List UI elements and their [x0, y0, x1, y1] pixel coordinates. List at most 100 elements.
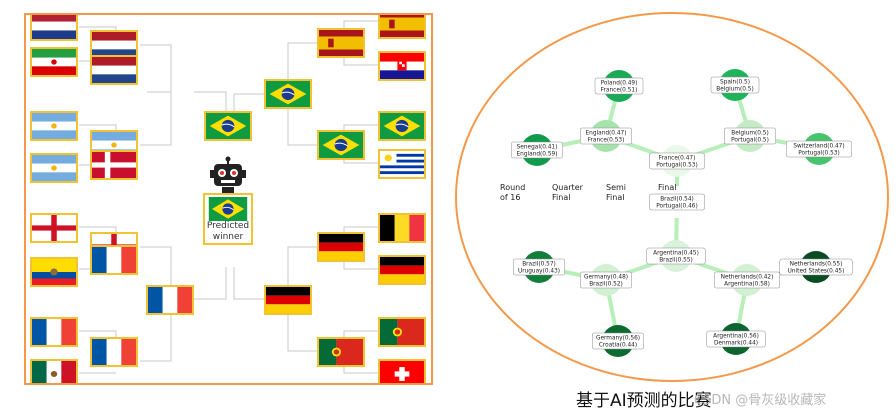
- node-poland-france: Poland(0.49)France(0.51): [594, 70, 644, 102]
- node-senegal-england: Senegal(0.41)England(0.59): [511, 134, 563, 166]
- node-brazil-portugal: Brazil(0.54)Portugal(0.46): [649, 186, 705, 218]
- caption: 基于AI预测的比赛: [576, 391, 712, 411]
- node-france-portugal-line-0: France(0.47): [659, 156, 696, 162]
- node-belgium-portugal-line-0: Belgium(0.5): [731, 131, 769, 137]
- flag-brazil-center: [204, 111, 252, 141]
- node-netherlands-usa-label-box: [779, 258, 853, 276]
- flag-belgium: [378, 213, 426, 243]
- node-switzerland-portugal: Switzerland(0.47)Portugal(0.53): [786, 133, 852, 165]
- node-netherlands-usa: Netherlands(0.55)United States(0.45): [779, 251, 853, 283]
- node-netherlands-argentina-line-0: Netherlands(0.42): [721, 275, 774, 281]
- flag-spain-a: [378, 15, 426, 39]
- node-brazil-portugal-line-1: Portugal(0.46): [656, 204, 697, 210]
- round-label-3-line-0: Final: [658, 183, 676, 192]
- flag-brazil-predicted: [208, 197, 248, 221]
- node-brazil-uruguay-label-box: [513, 258, 565, 276]
- node-argentina-brazil-line-0: Argentina(0.45): [653, 251, 699, 257]
- node-netherlands-argentina: Netherlands(0.42)Argentina(0.58): [714, 264, 780, 296]
- node-spain-belgium: Spain(0.5)Belgium(0.5): [710, 69, 760, 101]
- round-label-1-line-1: Final: [552, 193, 570, 202]
- node-belgium-portugal-label-box: [724, 127, 776, 145]
- node-germany-croatia-line-1: Croatia(0.44): [599, 343, 637, 349]
- flag-brazil-r2: [317, 130, 365, 160]
- node-switzerland-portugal-line-1: Portugal(0.53): [798, 151, 839, 157]
- node-belgium-portugal: Belgium(0.5)Portugal(0.5): [724, 120, 776, 152]
- flag-germany-center: [264, 285, 312, 315]
- node-germany-brazil-line-1: Brazil(0.52): [589, 282, 623, 288]
- node-germany-brazil: Germany(0.48)Brazil(0.52): [580, 264, 632, 296]
- flag-england-a: [30, 213, 78, 243]
- node-brazil-uruguay-line-1: Uruguay(0.43): [518, 269, 560, 275]
- node-argentina-denmark: Argentina(0.56)Denmark(0.44): [706, 323, 766, 355]
- node-switzerland-portugal-line-0: Switzerland(0.47): [793, 144, 844, 150]
- node-england-france-line-1: France(0.53): [588, 138, 625, 144]
- node-germany-croatia-label-box: [592, 332, 644, 350]
- node-poland-france-line-0: Poland(0.49): [601, 81, 638, 87]
- flag-portugal-b: [317, 337, 365, 367]
- node-argentina-denmark-line-0: Argentina(0.56): [713, 334, 759, 340]
- robot-icon: [210, 156, 246, 194]
- node-france-portugal-line-1: Portugal(0.53): [656, 163, 697, 169]
- flag-iran: [30, 47, 78, 77]
- flag-brazil-r1: [378, 111, 426, 141]
- node-france-portugal: France(0.47)Portugal(0.53): [649, 145, 705, 177]
- flag-france-a: [90, 245, 138, 275]
- flag-germany-r2: [378, 255, 426, 285]
- flag-portugal-a: [378, 317, 426, 347]
- node-argentina-brazil-label-box: [646, 247, 706, 265]
- node-spain-belgium-line-1: Belgium(0.5): [716, 87, 754, 93]
- round-label-1-line-0: Quarter: [552, 183, 584, 192]
- node-france-portugal-label-box: [649, 152, 705, 170]
- tree-nodes: Poland(0.49)France(0.51)Spain(0.5)Belgiu…: [511, 69, 853, 357]
- node-senegal-england-line-1: England(0.59): [517, 152, 558, 158]
- flag-usa: [30, 15, 78, 41]
- node-poland-france-label-box: [594, 77, 644, 95]
- node-switzerland-portugal-label-box: [786, 140, 852, 158]
- flag-argentina-c: [30, 153, 78, 183]
- prediction-tree: Poland(0.49)France(0.51)Spain(0.5)Belgiu…: [455, 12, 889, 382]
- flag-brazil-top: [264, 79, 312, 109]
- flag-switzerland: [378, 359, 426, 383]
- round-label-0-line-0: Round: [500, 183, 525, 192]
- round-label-2-line-0: Semi: [606, 183, 626, 192]
- node-germany-croatia-line-0: Germany(0.56): [596, 336, 640, 342]
- node-senegal-england-line-0: Senegal(0.41): [517, 145, 558, 151]
- node-brazil-uruguay-line-0: Brazil(0.57): [522, 262, 556, 268]
- node-germany-brazil-label-box: [580, 271, 632, 289]
- node-england-france-line-0: England(0.47): [586, 131, 627, 137]
- flag-croatia: [378, 51, 426, 81]
- node-spain-belgium-label-box: [710, 76, 760, 94]
- watermark: CSDN @骨灰级收藏家: [694, 393, 827, 408]
- node-england-france-label-box: [580, 127, 632, 145]
- node-germany-croatia: Germany(0.56)Croatia(0.44): [592, 325, 644, 357]
- flag-mexico: [30, 359, 78, 383]
- flag-netherlands-b: [90, 55, 138, 85]
- node-netherlands-usa-line-0: Netherlands(0.55): [790, 262, 843, 268]
- flag-ecuador: [30, 257, 78, 287]
- node-argentina-brazil-line-1: Brazil(0.55): [659, 258, 693, 264]
- flag-denmark: [90, 150, 138, 180]
- node-argentina-brazil: Argentina(0.45)Brazil(0.55): [646, 240, 706, 272]
- node-spain-belgium-line-0: Spain(0.5): [720, 80, 750, 86]
- predicted-winner-label: Predicted winner: [206, 221, 250, 242]
- node-argentina-denmark-label-box: [706, 330, 766, 348]
- node-brazil-uruguay: Brazil(0.57)Uruguay(0.43): [513, 251, 565, 283]
- node-brazil-portugal-line-0: Brazil(0.54): [660, 197, 694, 203]
- flag-germany-r1: [317, 232, 365, 262]
- flag-france-c: [90, 337, 138, 367]
- node-netherlands-argentina-label-box: [714, 271, 780, 289]
- flag-france-b: [30, 317, 78, 347]
- round-label-2-line-1: Final: [606, 193, 624, 202]
- flag-spain-b: [317, 28, 365, 58]
- node-belgium-portugal-line-1: Portugal(0.5): [731, 138, 769, 144]
- node-senegal-england-label-box: [511, 141, 563, 159]
- node-england-france: England(0.47)France(0.53): [580, 120, 632, 152]
- round-label-0-line-1: of 16: [500, 193, 520, 202]
- node-netherlands-usa-line-1: United States(0.45): [788, 269, 845, 275]
- flag-france-d: [146, 285, 194, 315]
- node-brazil-portugal-label-box: [649, 193, 705, 211]
- node-poland-france-line-1: France(0.51): [601, 88, 638, 94]
- node-netherlands-argentina-line-1: Argentina(0.58): [724, 282, 770, 288]
- predicted-winner: Predicted winner: [203, 193, 253, 245]
